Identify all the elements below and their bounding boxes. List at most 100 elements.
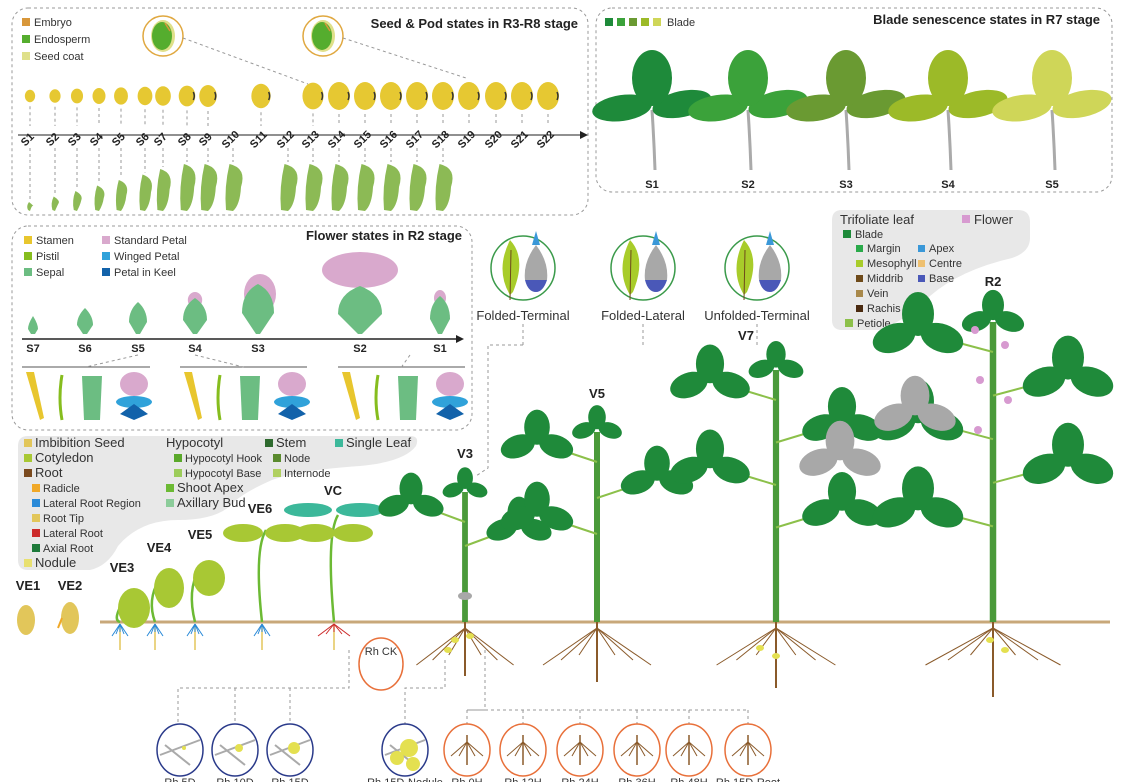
- pod-s3: [73, 191, 82, 211]
- embryo-shape: [324, 22, 331, 32]
- seed-stage-label: S6: [134, 131, 152, 149]
- seed-hilum: [320, 91, 324, 101]
- pod-s17: [409, 164, 427, 211]
- seed-s15: [354, 82, 376, 110]
- lateral-root: [514, 741, 524, 757]
- sepal-dissected: [240, 376, 260, 420]
- flower-legend-swatch: [102, 268, 110, 276]
- flower-legend-swatch: [962, 215, 970, 223]
- leaflet: [802, 499, 840, 526]
- lateral-root: [739, 741, 749, 757]
- root-section: [164, 744, 191, 766]
- seedling-legend-label: Lateral Root Region: [43, 498, 141, 510]
- pod-s7: [156, 169, 171, 211]
- blade-part-label: Rachis: [867, 303, 901, 315]
- blade-part-swatch: [856, 260, 863, 267]
- seedling-legend-label: Root: [35, 465, 63, 480]
- leaflet: [827, 472, 857, 511]
- leaflet: [842, 448, 881, 476]
- lateral-root: [775, 627, 797, 656]
- trifoliate-leaf: [872, 292, 964, 354]
- lateral-root: [747, 741, 757, 757]
- lateral-root: [119, 623, 129, 637]
- lateral-root: [432, 627, 466, 661]
- flower-legend-swatch: [24, 252, 32, 260]
- flower-stage-label: S6: [78, 343, 91, 355]
- nodule: [288, 742, 300, 754]
- flower-bud: [976, 376, 984, 384]
- leaf-base: [645, 280, 667, 292]
- leaflet: [917, 403, 956, 431]
- nodule: [182, 746, 186, 750]
- connector: [404, 660, 446, 725]
- lateral-leaflet-left: [592, 94, 652, 122]
- seedling-legend-swatch: [174, 454, 182, 462]
- pod-s12: [280, 164, 298, 211]
- trifoliate-leaf: [378, 472, 444, 517]
- seedling-stage-label: VE3: [110, 560, 135, 575]
- leaflet: [961, 311, 992, 332]
- rh-sample-label: Rh 15D: [271, 777, 308, 782]
- leaflet: [378, 494, 409, 517]
- winged-petal-dissected: [432, 396, 468, 408]
- seed-hilum: [267, 91, 271, 101]
- leaf-base: [759, 280, 781, 292]
- seedling-stage-label: VE6: [248, 501, 273, 516]
- single-leaf: [284, 503, 332, 517]
- lateral-root: [190, 623, 196, 635]
- seedling-legend-swatch: [174, 469, 182, 477]
- nodule: [390, 751, 404, 765]
- lateral-root: [775, 627, 836, 666]
- inset-connector: [182, 37, 309, 85]
- leaflet: [994, 311, 1025, 332]
- leaflet: [712, 456, 750, 484]
- legend-swatch-seed-coat: [22, 52, 30, 60]
- seedling-legend-swatch: [32, 484, 40, 492]
- rh-sample-label: Rh 15D-Nodule: [367, 777, 443, 782]
- connector: [466, 650, 748, 725]
- nodule: [235, 744, 243, 752]
- lateral-root: [522, 741, 532, 757]
- seedling-legend-label: Axillary Bud: [177, 495, 246, 510]
- leaflet: [670, 371, 708, 399]
- lateral-root: [628, 741, 638, 757]
- seedling-stage-label: VE2: [58, 578, 83, 593]
- seedling-legend-label: Hypocotyl Hook: [185, 453, 263, 465]
- leaflet: [1070, 366, 1114, 397]
- flower-legend-swatch: [24, 236, 32, 244]
- flower-stage-label: S7: [26, 343, 39, 355]
- lateral-root: [458, 741, 468, 757]
- blade-part-label: Apex: [929, 243, 955, 255]
- lateral-root: [115, 623, 121, 635]
- pod-s16: [383, 164, 401, 211]
- seed-hilum: [373, 91, 376, 101]
- lateral-root: [775, 627, 816, 661]
- standard-petal-dissected: [278, 372, 306, 396]
- seedling-legend-label: Single Leaf: [346, 435, 411, 450]
- leaflet: [644, 445, 670, 481]
- rh-sample-label: Rh 0H: [451, 777, 482, 782]
- pistil: [374, 374, 380, 421]
- lateral-root: [257, 623, 263, 635]
- rh-sample-label: Rh 10D: [216, 777, 253, 782]
- cotyledon: [333, 524, 373, 542]
- seedling-legend-swatch: [32, 544, 40, 552]
- lateral-root: [579, 741, 589, 757]
- lateral-root: [672, 741, 690, 757]
- leaf-midrib: [509, 249, 512, 301]
- seed-s7: [155, 86, 171, 106]
- leaflet: [872, 322, 916, 354]
- pod-s10: [225, 164, 243, 211]
- seedling-legend-label: Node: [284, 453, 310, 465]
- sepal-dissected: [398, 376, 418, 420]
- blade-legend-swatch: [653, 18, 661, 26]
- seedling-legend-label: Shoot Apex: [177, 480, 244, 495]
- seedling-legend-label: Lateral Root: [43, 528, 103, 540]
- leaflet: [524, 481, 550, 517]
- flower-stage-label: S4: [188, 343, 202, 355]
- blade-legend-swatch: [629, 18, 637, 26]
- seedling-legend-swatch: [166, 499, 174, 507]
- terminal-leaflet: [728, 50, 768, 106]
- seed-stage-label: S5: [110, 131, 128, 149]
- blade-part-label: Middrib: [867, 273, 903, 285]
